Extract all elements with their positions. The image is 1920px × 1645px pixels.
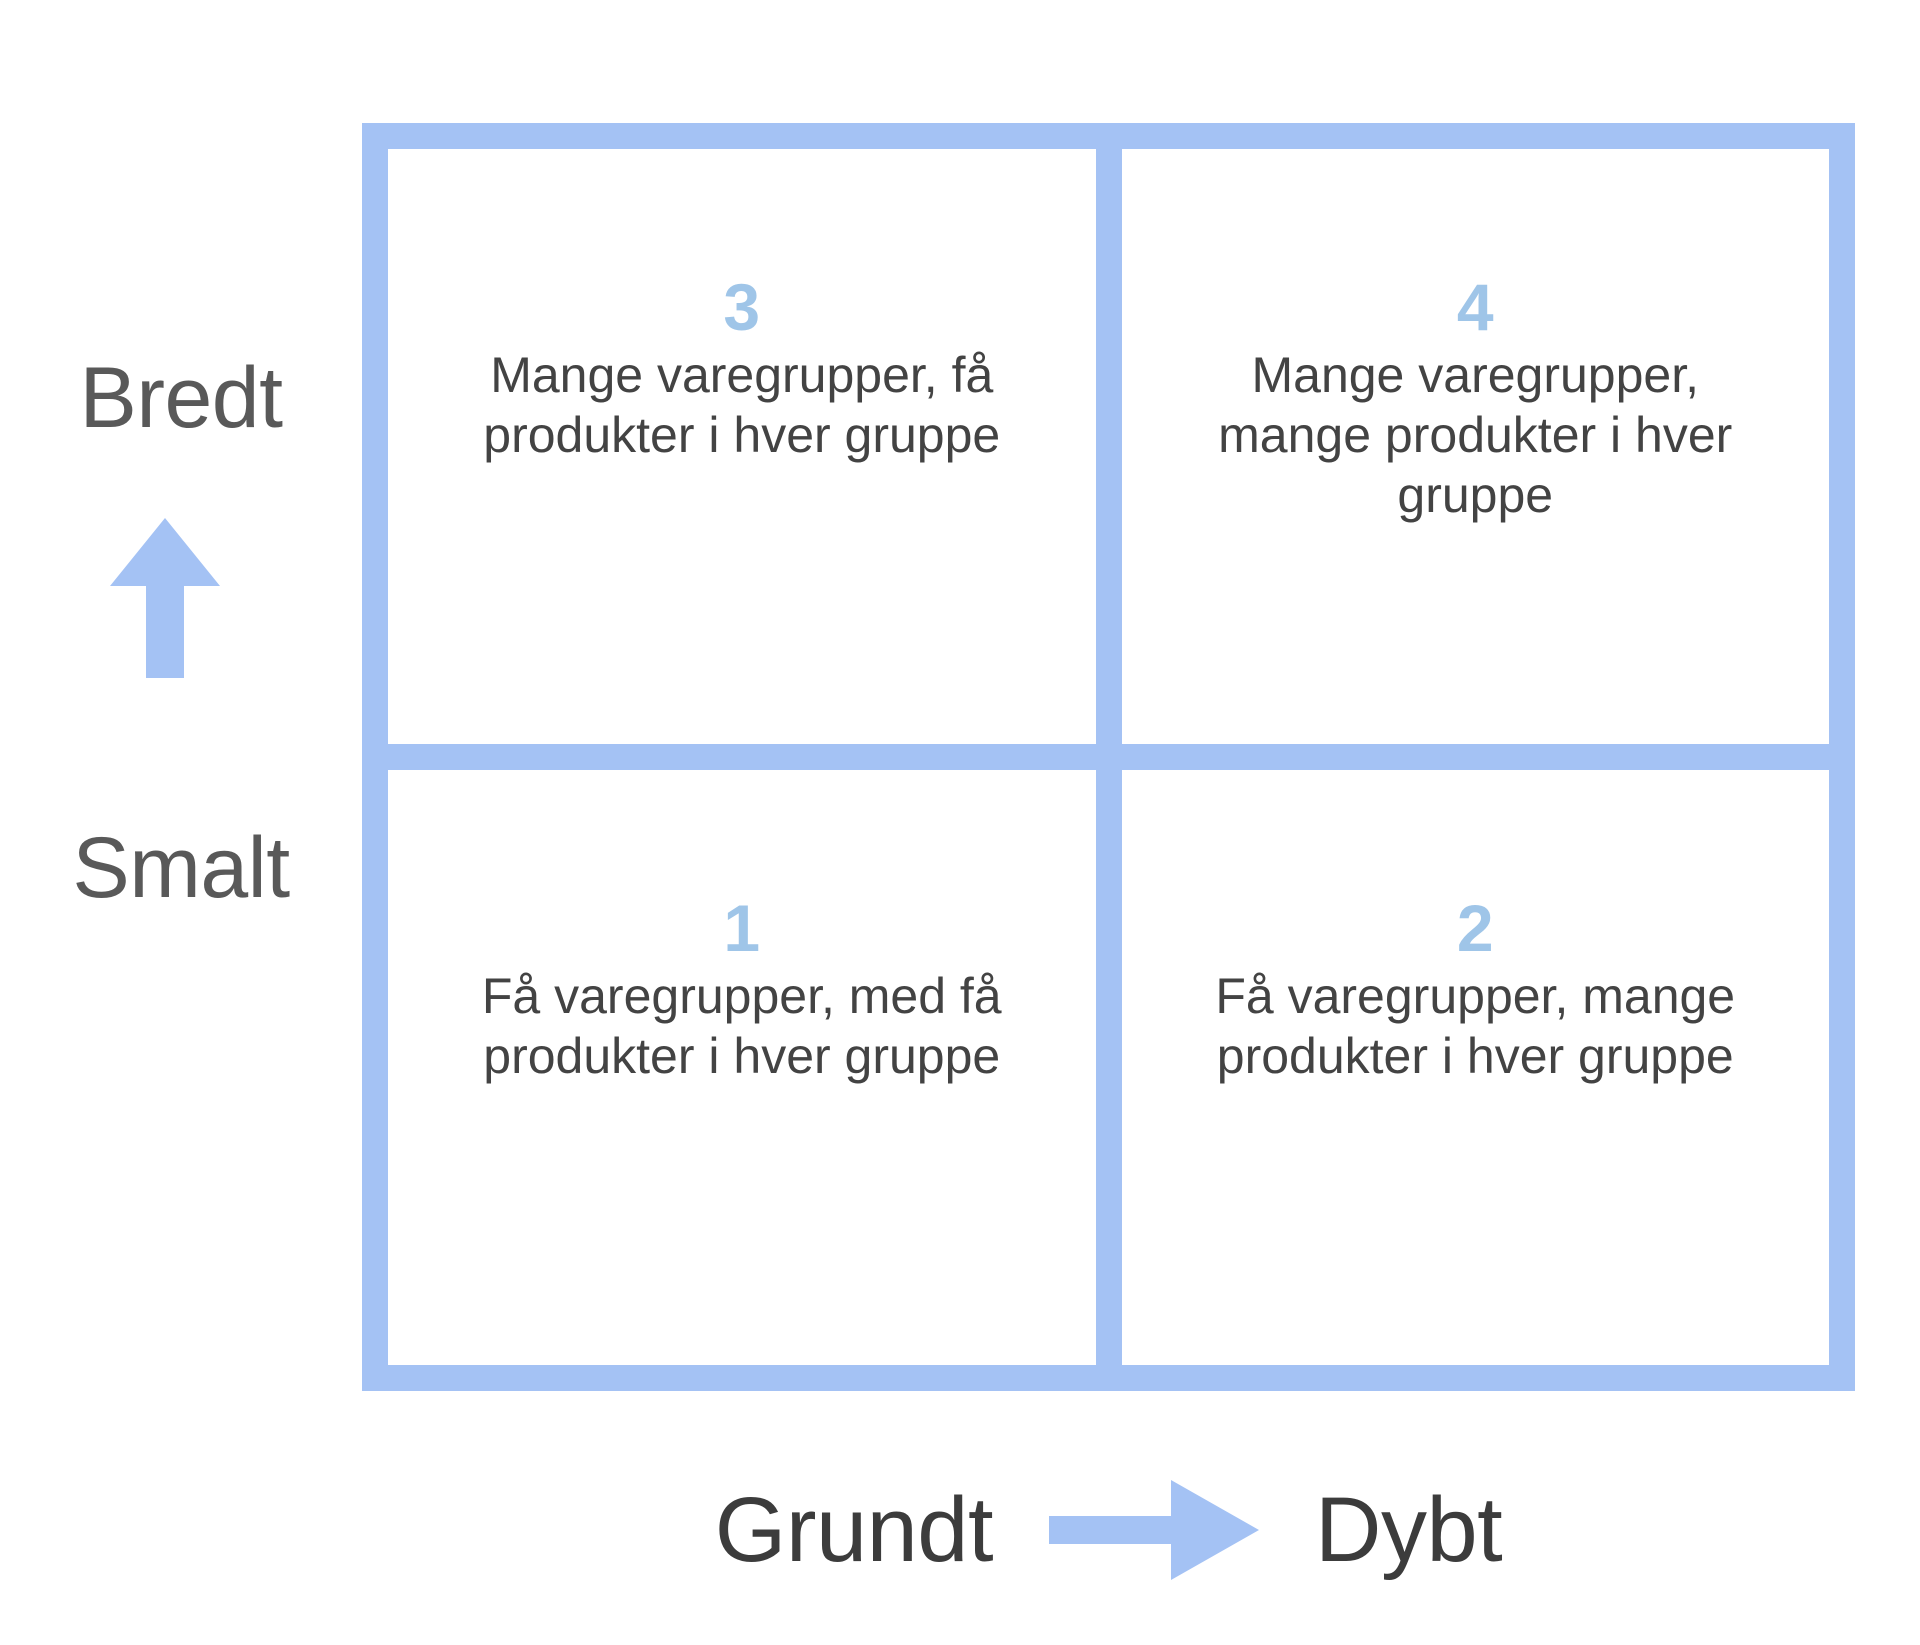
quadrant-text-1: Få varegrupper, med få produkter i hver … <box>481 967 1002 1084</box>
quadrant-text-2: Få varegrupper, mange produkter i hver g… <box>1215 967 1736 1084</box>
y-axis-low-label: Smalt <box>72 820 290 916</box>
quadrant-grid: 3 Mange varegrupper, få produkter i hver… <box>388 149 1829 1365</box>
x-axis-low-label: Grundt <box>714 1479 994 1581</box>
y-axis: Bredt Smalt <box>0 123 362 1390</box>
quadrant-cell-4[interactable]: 4 Mange varegrupper, mange produkter i h… <box>1121 149 1829 744</box>
x-axis: Grundt Dybt <box>362 1450 1855 1610</box>
y-axis-high-label: Bredt <box>79 350 283 446</box>
arrow-up-icon <box>110 518 220 678</box>
quadrant-cell-1[interactable]: 1 Få varegrupper, med få produkter i hve… <box>388 770 1096 1365</box>
arrow-right-icon <box>1049 1480 1260 1580</box>
x-axis-high-label: Dybt <box>1315 1479 1503 1581</box>
quadrant-number-1: 1 <box>723 891 761 965</box>
quadrant-number-4: 4 <box>1456 270 1494 344</box>
quadrant-number-3: 3 <box>723 270 761 344</box>
quadrant-cell-2[interactable]: 2 Få varegrupper, mange produkter i hver… <box>1121 770 1829 1365</box>
quadrant-text-3: Mange varegrupper, få produkter i hver g… <box>483 346 1001 463</box>
quadrant-matrix: 3 Mange varegrupper, få produkter i hver… <box>362 123 1855 1391</box>
quadrant-cell-3[interactable]: 3 Mange varegrupper, få produkter i hver… <box>388 149 1096 744</box>
quadrant-text-4: Mange varegrupper, mange produkter i hve… <box>1218 346 1733 523</box>
quadrant-number-2: 2 <box>1456 891 1494 965</box>
